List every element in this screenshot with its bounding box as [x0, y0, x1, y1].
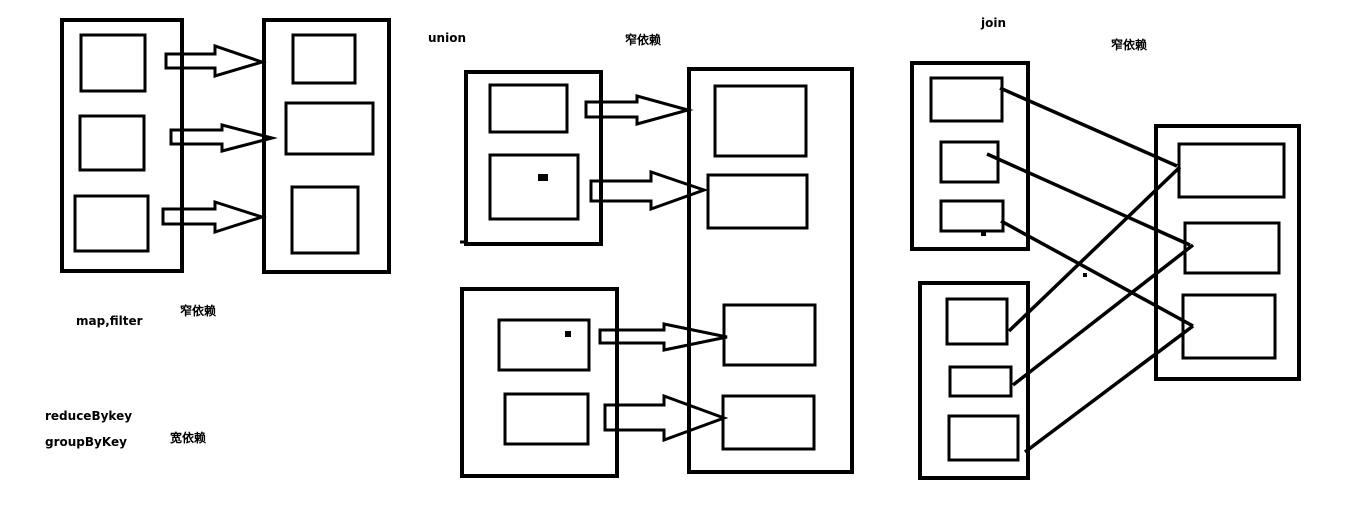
parent-a-partition-2 — [488, 153, 580, 221]
child-partition-3 — [1181, 293, 1277, 360]
parent-partition-1 — [79, 33, 147, 93]
stray-mark — [981, 232, 986, 236]
shuffle-dependency-line — [986, 152, 1191, 247]
wide-dependency-label: 宽依赖 — [170, 431, 207, 445]
parent-a-partition-2 — [939, 140, 1000, 184]
parent-rdd-box-a — [464, 70, 603, 246]
parent-b-partition-3 — [947, 414, 1020, 462]
parent-rdd-box-b — [918, 281, 1030, 480]
shuffle-dependency-line — [1023, 324, 1195, 454]
parent-b-partition-1 — [497, 318, 591, 372]
parent-partition-2 — [78, 114, 146, 172]
join-group — [910, 61, 1301, 480]
parent-a-partition-1 — [488, 83, 569, 134]
union-label: union — [428, 31, 466, 45]
map-filter-group — [60, 18, 391, 274]
parent-partition-3 — [73, 194, 150, 253]
parent-a-partition-1 — [929, 76, 1004, 123]
child-partition-4 — [721, 394, 816, 451]
reduce-by-key-label: reduceBykey — [45, 409, 133, 423]
parent-a-partition-3 — [939, 199, 1005, 233]
child-partition-1 — [1177, 142, 1286, 199]
parent-rdd-box-a — [910, 61, 1030, 251]
child-partition-3 — [722, 303, 817, 367]
parent-b-partition-2 — [503, 392, 590, 446]
stray-mark — [565, 331, 571, 337]
group-by-key-label: groupByKey — [45, 435, 127, 449]
child-partition-2 — [706, 173, 809, 230]
shuffle-dependency-line — [1007, 165, 1182, 333]
child-rdd-box — [1154, 124, 1301, 381]
stray-mark — [538, 174, 548, 181]
dependency-arrow — [589, 169, 709, 212]
shuffle-dependency-line — [1000, 219, 1194, 328]
child-partition-1 — [291, 33, 357, 85]
narrow-dependency-label: 窄依赖 — [625, 33, 662, 47]
join-label: join — [981, 16, 1007, 30]
dependency-arrow — [161, 199, 267, 235]
child-partition-1 — [713, 84, 808, 158]
child-partition-2 — [284, 101, 375, 156]
parent-rdd-box-b — [460, 287, 619, 478]
map-filter-label: map,filter — [76, 314, 143, 328]
child-rdd-box — [687, 67, 854, 474]
dependency-arrow — [169, 123, 278, 153]
narrow-dependency-label: 窄依赖 — [1111, 38, 1148, 52]
dependency-arrow — [598, 322, 728, 352]
child-rdd-box — [262, 18, 391, 274]
parent-b-partition-2 — [948, 365, 1013, 398]
child-partition-3 — [290, 185, 360, 255]
dependency-arrow — [603, 393, 729, 443]
dependency-arrow — [164, 43, 267, 79]
stray-mark — [1083, 273, 1087, 277]
dependency-arrow — [584, 94, 694, 126]
narrow-dependency-label: 窄依赖 — [180, 304, 217, 318]
shuffle-dependency-line — [1011, 243, 1195, 387]
parent-b-partition-1 — [945, 297, 1009, 346]
child-partition-2 — [1183, 221, 1281, 275]
shuffle-dependency-line — [999, 86, 1178, 168]
union-group — [460, 67, 854, 478]
